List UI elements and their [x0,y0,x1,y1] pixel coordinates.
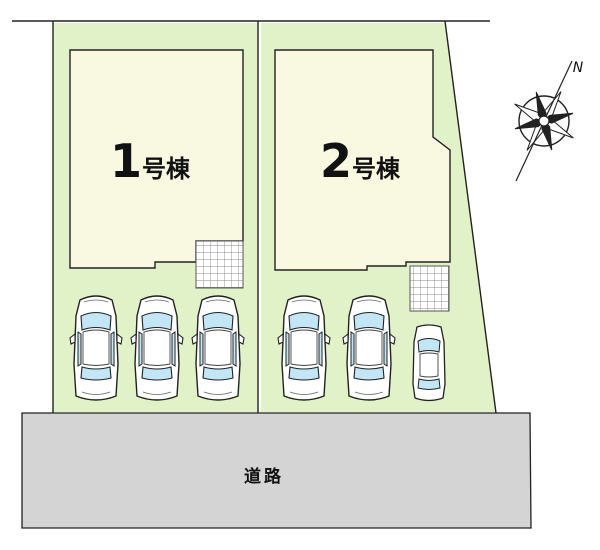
building-1-label: 1号棟 [110,134,191,188]
building-2-label: 2号棟 [320,134,401,188]
car-icon [342,295,396,401]
car-icon [277,295,331,401]
building-2-suffix: 号棟 [352,155,401,183]
parking-lot-1 [69,295,245,401]
building-2-grid-tile [409,265,450,312]
compact-car-icon [412,324,446,402]
building-1-suffix: 号棟 [142,155,191,183]
car-icon [69,295,123,401]
road [21,412,532,529]
compass-north-label: N [573,60,584,76]
building-2-number: 2 [320,134,352,188]
property-boundaries [12,20,497,414]
building-1-number: 1 [110,134,142,188]
car-icon [191,295,245,401]
building-2 [274,49,451,271]
car-icon [130,295,184,401]
compass-rose-icon [514,60,574,182]
building-1-grid-tile [195,240,244,289]
road-label: 道路 [244,466,284,487]
